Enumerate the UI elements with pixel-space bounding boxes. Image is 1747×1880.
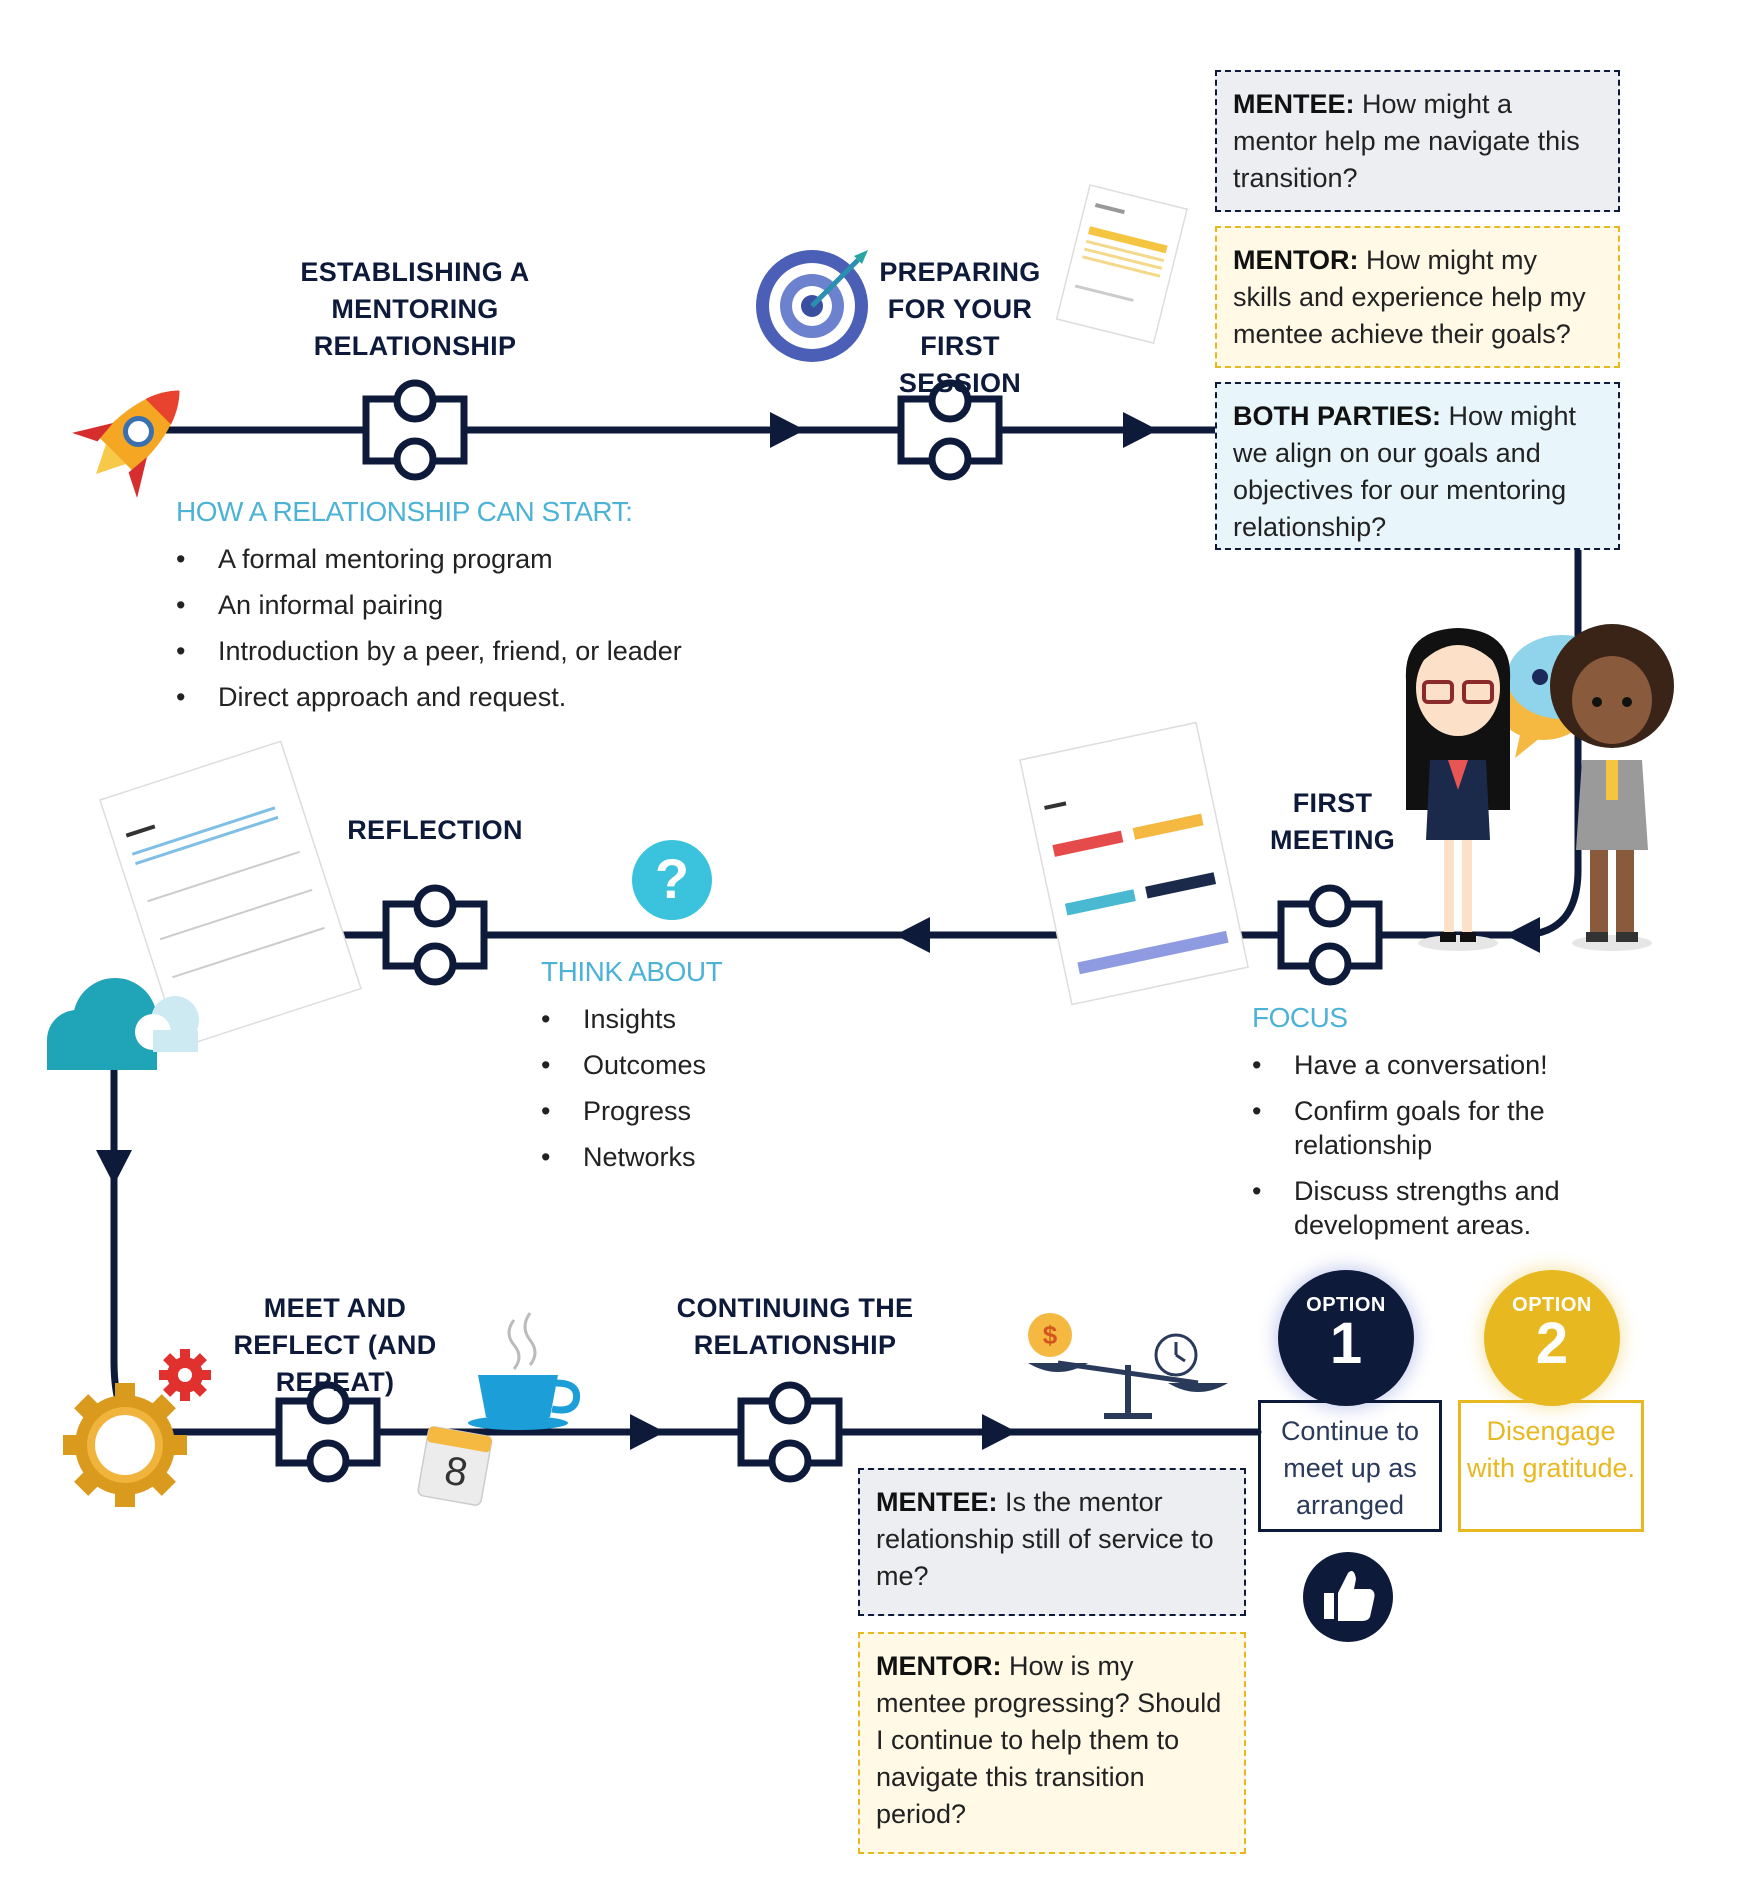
document-thumbnail — [99, 740, 362, 1049]
mentor-question: How might my skills and experience help … — [1233, 245, 1586, 349]
document-thumbnail — [1055, 184, 1188, 345]
list-item: A formal mentoring program — [176, 542, 776, 576]
focus-title: FOCUS — [1252, 1002, 1348, 1033]
mentor-review-question-box: MENTOR: How is my mentee progressing? Sh… — [858, 1632, 1246, 1854]
arrow-left — [1505, 917, 1540, 953]
step-node-preparing — [897, 379, 1003, 481]
list-item: Confirm goals for the relationship — [1252, 1094, 1597, 1162]
step-node-first-meeting — [1277, 884, 1383, 986]
step-node-continuing — [737, 1381, 843, 1483]
coffee-cup-icon — [468, 1312, 581, 1430]
option-2-number: 2 — [1535, 1311, 1569, 1376]
list-item: Outcomes — [541, 1048, 841, 1082]
list-item: Introduction by a peer, friend, or leade… — [176, 634, 776, 668]
step-title-establishing: ESTABLISHING A MENTORING RELATIONSHIP — [300, 257, 530, 361]
both-parties-label: BOTH PARTIES: — [1233, 401, 1441, 431]
step-title-continuing: CONTINUING THE RELATIONSHIP — [676, 1293, 914, 1360]
focus-list: Have a conversation! Confirm goals for t… — [1252, 1048, 1597, 1254]
arrow-right — [770, 412, 805, 448]
arrow-right — [630, 1414, 665, 1450]
option-2-label: OPTION — [1512, 1294, 1592, 1316]
mentor-review-question: How is my mentee progressing? Should I c… — [876, 1651, 1222, 1829]
mentee-question: How might a mentor help me navigate this… — [1233, 89, 1580, 193]
list-item: Networks — [541, 1140, 841, 1174]
gear-small-icon — [159, 1349, 211, 1401]
gear-icon — [63, 1383, 187, 1507]
step-title-reflection: REFLECTION — [347, 815, 523, 845]
step-node-reflection — [382, 884, 488, 986]
mentor-label: MENTOR: — [1233, 245, 1359, 275]
calendar-day: 8 — [441, 1448, 471, 1496]
svg-text:?: ? — [655, 847, 689, 910]
list-item: Direct approach and request. — [176, 680, 776, 714]
option-1-text: Continue to meet up as arranged — [1280, 1416, 1420, 1520]
mentor-label: MENTOR: — [876, 1651, 1002, 1681]
option-1-badge: OPTION 1 — [1278, 1270, 1414, 1406]
cloud-icon — [47, 978, 199, 1070]
svg-text:$: $ — [1043, 1320, 1058, 1350]
thumbs-up-icon — [1303, 1552, 1393, 1642]
calendar-icon — [417, 1426, 493, 1506]
both-parties-question: How might we align on our goals and obje… — [1233, 401, 1577, 542]
list-item: Insights — [541, 1002, 841, 1036]
arrow-right — [1123, 412, 1158, 448]
step-node-establishing — [362, 379, 468, 481]
list-item: Have a conversation! — [1252, 1048, 1597, 1082]
start-section-list: A formal mentoring program An informal p… — [176, 542, 776, 726]
list-item: Progress — [541, 1094, 841, 1128]
think-about-title: THINK ABOUT — [541, 956, 723, 987]
mentee-label: MENTEE: — [876, 1487, 998, 1517]
arrow-down — [96, 1150, 132, 1185]
option-2-box: Disengage with gratitude. — [1458, 1400, 1644, 1532]
mentee-review-question: Is the mentor relationship still of serv… — [876, 1487, 1214, 1591]
option-1-number: 1 — [1329, 1311, 1363, 1376]
option-1-label: OPTION — [1306, 1294, 1386, 1316]
mentor-character-icon — [1550, 624, 1674, 951]
question-icon: ? — [632, 840, 712, 920]
arrow-left — [895, 917, 930, 953]
balance-scale-icon: $ — [1028, 1313, 1228, 1419]
step-node-meet-reflect — [275, 1381, 381, 1483]
document-thumbnail — [1019, 721, 1249, 1006]
mentee-label: MENTEE: — [1233, 89, 1355, 119]
start-section-title: HOW A RELATIONSHIP CAN START: — [176, 496, 633, 527]
mentor-question-box: MENTOR: How might my skills and experien… — [1215, 226, 1620, 368]
step-title-preparing: PREPARING FOR YOUR FIRST SESSION — [879, 257, 1041, 398]
target-icon — [756, 250, 868, 362]
mentee-question-box: MENTEE: How might a mentor help me navig… — [1215, 70, 1620, 212]
option-2-text: Disengage with gratitude. — [1466, 1416, 1636, 1483]
rocket-icon — [72, 390, 180, 498]
list-item: An informal pairing — [176, 588, 776, 622]
option-2-badge: OPTION 2 — [1484, 1270, 1620, 1406]
think-about-list: Insights Outcomes Progress Networks — [541, 1002, 841, 1186]
mentee-character-icon — [1405, 628, 1511, 951]
timeline-arrows — [96, 412, 1540, 1450]
mentee-review-question-box: MENTEE: Is the mentor relationship still… — [858, 1468, 1246, 1616]
step-title-meet-reflect: MEET AND REFLECT (AND REPEAT) — [233, 1293, 437, 1397]
step-title-first-meeting: FIRST MEETING — [1269, 788, 1396, 855]
list-item: Discuss strengths and development areas. — [1252, 1174, 1597, 1242]
arrow-right — [982, 1414, 1017, 1450]
both-parties-question-box: BOTH PARTIES: How might we align on our … — [1215, 382, 1620, 550]
option-1-box: Continue to meet up as arranged — [1258, 1400, 1442, 1532]
